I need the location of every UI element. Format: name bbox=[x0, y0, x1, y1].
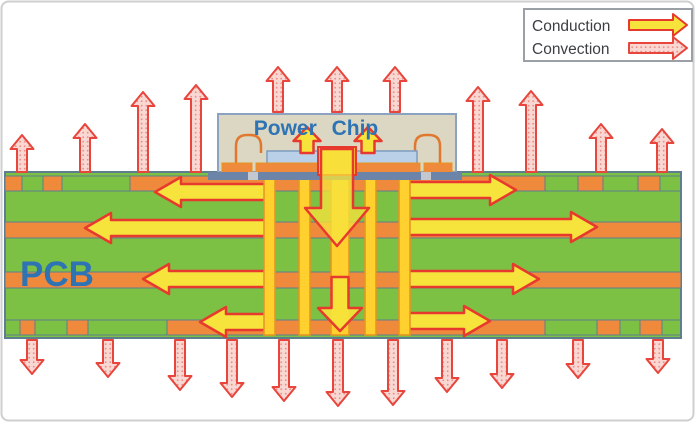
legend-conduction-arrow bbox=[628, 13, 688, 37]
legend-convection-label: Convection bbox=[532, 41, 610, 58]
conduction-arrows-vertical bbox=[292, 125, 383, 248]
copper-layer-bottom bbox=[639, 319, 663, 336]
copper-layer-top bbox=[637, 175, 661, 192]
bond-wire bbox=[234, 133, 263, 166]
convection-arrow bbox=[130, 91, 156, 173]
convection-arrow bbox=[645, 339, 671, 374]
convection-arrow bbox=[380, 339, 406, 406]
thermal-via bbox=[364, 178, 377, 336]
copper-layer-bottom bbox=[596, 319, 621, 336]
convection-arrow bbox=[465, 86, 491, 173]
legend-convection-arrow bbox=[628, 36, 688, 60]
convection-arrow bbox=[95, 339, 121, 378]
chip-label: Power Chip bbox=[254, 117, 379, 140]
copper-layer-bottom bbox=[66, 319, 89, 336]
thermal-via bbox=[263, 178, 276, 336]
conduction-arrow-vertical bbox=[292, 125, 322, 155]
convection-arrow bbox=[649, 128, 675, 173]
pcb-label: PCB bbox=[20, 255, 94, 294]
copper-layer-top bbox=[4, 175, 23, 192]
thermal-via bbox=[298, 178, 311, 336]
convection-arrow bbox=[325, 339, 351, 407]
convection-arrow bbox=[434, 339, 460, 393]
convection-arrow bbox=[183, 84, 209, 173]
legend-conduction-arrow-icon bbox=[628, 13, 688, 37]
down-arrow-lower bbox=[316, 275, 364, 333]
bond-wire bbox=[413, 133, 442, 166]
convection-arrow bbox=[271, 339, 297, 402]
convection-arrow bbox=[265, 66, 291, 113]
legend: Conduction Convection bbox=[523, 8, 693, 62]
chip-lead bbox=[421, 172, 431, 180]
convection-arrow bbox=[9, 134, 35, 173]
legend-convection-arrow-icon bbox=[628, 36, 688, 60]
legend-conduction-label: Conduction bbox=[532, 18, 610, 35]
chip-lead bbox=[248, 172, 258, 180]
convection-arrow bbox=[565, 339, 591, 379]
convection-arrow bbox=[219, 339, 245, 398]
convection-arrow bbox=[518, 90, 544, 173]
convection-arrow bbox=[588, 123, 614, 173]
convection-arrow bbox=[324, 66, 350, 113]
convection-arrow bbox=[19, 339, 45, 375]
convection-arrow bbox=[382, 66, 408, 113]
copper-layer-top bbox=[577, 175, 604, 192]
convection-arrow bbox=[167, 339, 193, 391]
convection-arrows bbox=[9, 66, 675, 407]
convection-arrow bbox=[489, 339, 515, 389]
copper-layer-top bbox=[42, 175, 63, 192]
convection-arrow bbox=[72, 123, 98, 173]
thermal-via bbox=[398, 178, 411, 336]
conduction-arrow-vertical bbox=[303, 147, 371, 248]
conduction-arrow-vertical bbox=[316, 275, 364, 333]
copper-layer-bottom bbox=[19, 319, 36, 336]
conduction-arrow-vertical bbox=[353, 125, 383, 155]
